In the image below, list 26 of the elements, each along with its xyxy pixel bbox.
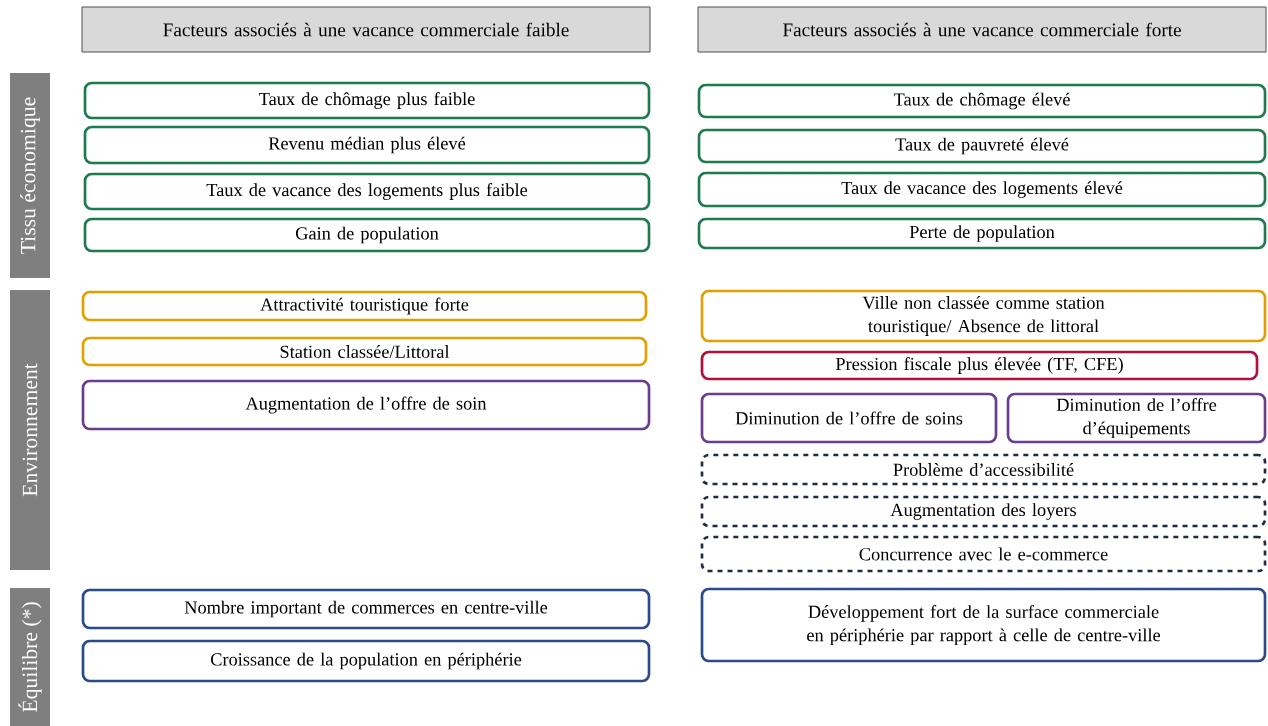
category-band: Équilibre (*)	[10, 588, 50, 726]
factor-box: Taux de chômage plus faible	[83, 81, 651, 120]
column-header: Facteurs associés à une vacance commerciale forte	[697, 6, 1267, 53]
factor-box: Problème d’accessibilité	[700, 453, 1267, 486]
factor-box: Attractivité touristique forte	[81, 290, 648, 322]
factor-box: Croissance de la population en périphérie	[81, 639, 651, 683]
factor-box: Taux de pauvreté élevé	[697, 128, 1267, 164]
column-header: Facteurs associés à une vacance commerciale faible	[81, 6, 651, 53]
factor-box: Revenu médian plus élevé	[83, 125, 651, 165]
factor-box: Taux de vacance des logements élevé	[697, 171, 1267, 208]
category-band: Environnement	[10, 290, 50, 570]
factor-box: Augmentation de l’offre de soin	[81, 379, 651, 431]
factor-box: Diminution de l’offre d’équipements	[1006, 392, 1267, 444]
factor-box: Concurrence avec le e-commerce	[700, 535, 1267, 573]
factor-box: Gain de population	[83, 217, 651, 253]
factor-box: Ville non classée comme station touristique/ Absence de littoral	[700, 289, 1267, 343]
category-band: Tissu économique	[10, 73, 50, 278]
factor-box: Développement fort de la surface commerciale en périphérie par rapport à celle de centre-ville	[700, 587, 1267, 663]
factor-box: Perte de population	[697, 217, 1267, 250]
factor-box: Taux de vacance des logements plus faible	[83, 172, 651, 211]
factor-box: Augmentation des loyers	[700, 495, 1267, 528]
factor-box: Nombre important de commerces en centre-ville	[81, 588, 651, 630]
factor-box: Pression fiscale plus élevée (TF, CFE)	[700, 350, 1259, 381]
factor-box: Station classée/Littoral	[81, 336, 648, 367]
factor-box: Taux de chômage élevé	[697, 83, 1267, 119]
factor-box: Diminution de l’offre de soins	[700, 392, 998, 444]
